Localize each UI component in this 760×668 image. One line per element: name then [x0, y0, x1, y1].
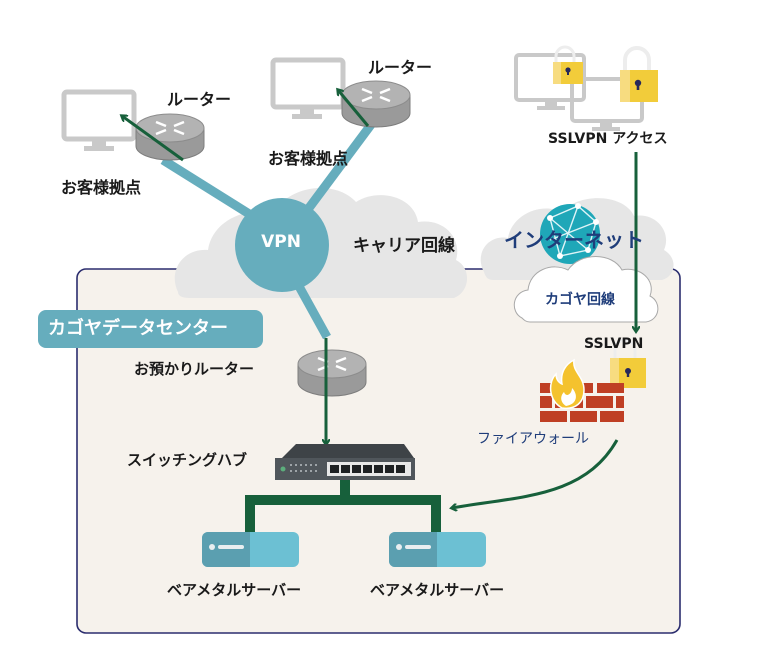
switch-hub-icon: [275, 444, 415, 480]
monitor-icon: [61, 89, 137, 142]
firewall-label: ファイアウォール: [477, 431, 589, 447]
sslvpn-label: SSLVPN: [584, 336, 644, 352]
site-label-mid: お客様拠点: [268, 149, 349, 168]
server-icon: [202, 532, 299, 567]
lan-links: [245, 480, 441, 532]
vpn-hub-icon: [235, 198, 329, 292]
internet-label: インターネット: [504, 228, 644, 252]
padlock-icon: [620, 46, 658, 102]
firewall-icon: [540, 358, 624, 422]
router-label-mid: ルーター: [368, 58, 433, 77]
switching-hub-label: スイッチングハブ: [127, 451, 248, 469]
globe-icon: [540, 203, 600, 264]
carrier-label: キャリア回線: [353, 236, 455, 256]
datacenter-badge: カゴヤデータセンター: [38, 310, 263, 348]
ssl-access-label: SSLVPN アクセス: [548, 131, 668, 147]
server-label-left: ベアメタルサーバー: [167, 581, 302, 599]
padlock-icon: [553, 45, 583, 84]
vpn-label: VPN: [261, 232, 301, 252]
router-icon: [297, 349, 367, 397]
router-icon: [135, 113, 205, 161]
hosted-router-label: お預かりルーター: [134, 360, 255, 378]
kagoya-line-label: カゴヤ回線: [545, 292, 615, 308]
monitor-icon: [270, 57, 346, 110]
server-label-right: ベアメタルサーバー: [370, 581, 505, 599]
kagoya-line-cloud-icon: [513, 256, 659, 323]
site-label-left: お客様拠点: [61, 178, 142, 197]
server-icon: [389, 532, 486, 567]
padlock-icon: [610, 338, 646, 388]
router-icon: [341, 80, 411, 128]
router-label-left: ルーター: [167, 90, 232, 109]
traffic-arrows: [122, 90, 636, 508]
